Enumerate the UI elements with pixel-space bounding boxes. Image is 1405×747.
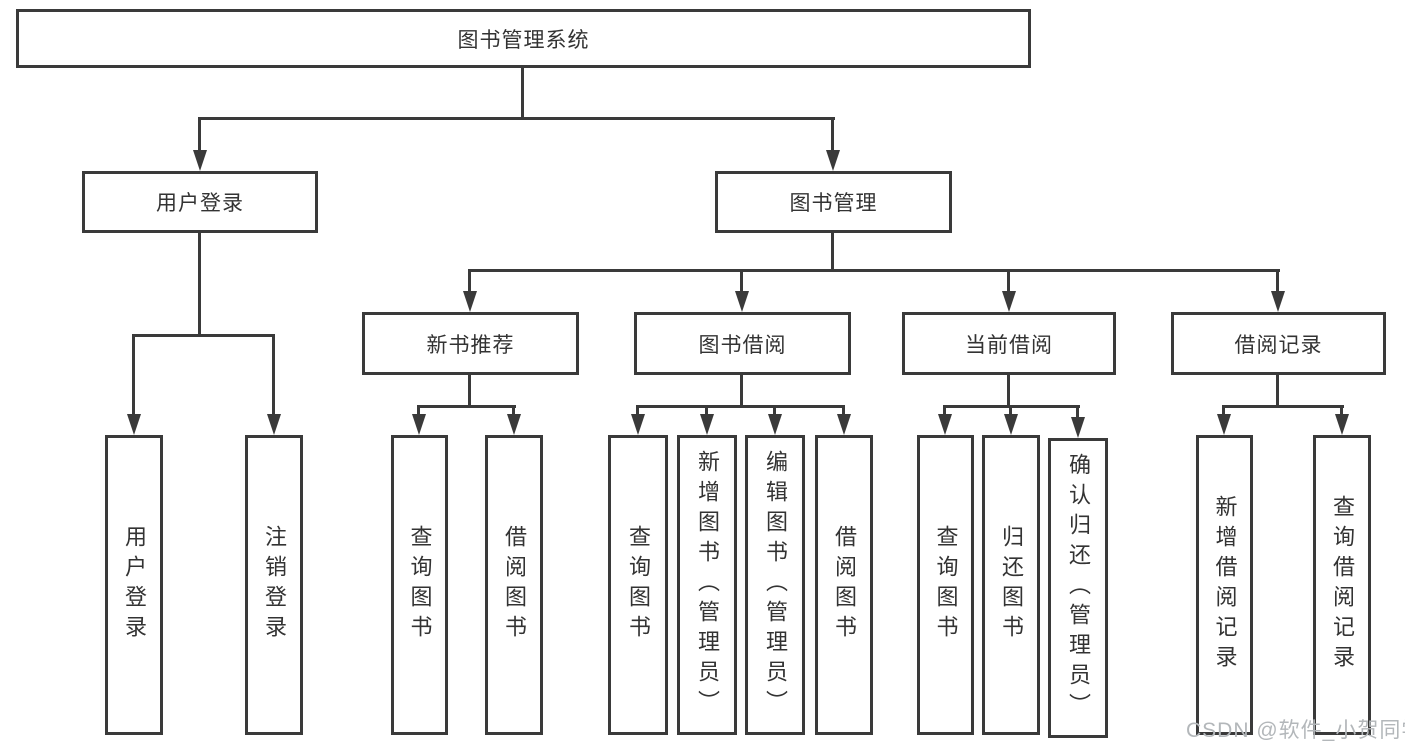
node-user-login: 用户登录 <box>82 171 318 233</box>
connector-stem <box>773 405 776 419</box>
arrow-down-icon <box>631 414 645 435</box>
connector-stem <box>842 405 845 419</box>
connector-borrow-records-trunk <box>1276 375 1279 408</box>
connector-new-book-trunk <box>468 375 471 408</box>
connector-level3-rail <box>469 269 1280 272</box>
node-label: 归还图书 <box>999 525 1024 645</box>
node-label: 查询借阅记录 <box>1330 495 1355 675</box>
node-label: 借阅图书 <box>832 525 857 645</box>
node-nbr-borrow-books: 借阅图书 <box>485 435 543 735</box>
connector-stem <box>1009 405 1012 419</box>
node-label: 当前借阅 <box>965 333 1053 357</box>
node-label: 新增借阅记录 <box>1212 495 1238 675</box>
arrow-down-icon <box>127 414 141 435</box>
arrow-down-icon <box>837 414 851 435</box>
node-label: 新书推荐 <box>426 333 515 357</box>
arrow-down-icon <box>1217 414 1231 435</box>
arrow-down-icon <box>700 414 714 435</box>
node-br-query-record: 查询借阅记录 <box>1313 435 1371 735</box>
node-cb-query-books: 查询图书 <box>917 435 974 735</box>
node-cb-return-books: 归还图书 <box>982 435 1040 735</box>
connector-borrow-records-rail <box>1222 405 1344 408</box>
connector-stem-logout <box>272 334 275 419</box>
node-logout: 注销登录 <box>245 435 303 735</box>
arrow-down-icon <box>1004 414 1018 435</box>
connector-stem-new-book-recommend <box>468 269 471 299</box>
node-bb-borrow-books: 借阅图书 <box>815 435 873 735</box>
arrow-down-icon <box>1335 414 1349 435</box>
node-label: 图书管理 <box>789 192 878 215</box>
node-new-book-recommend: 新书推荐 <box>362 312 579 375</box>
node-nbr-query-books: 查询图书 <box>391 435 448 735</box>
node-label: 注销登录 <box>262 525 287 645</box>
node-label: 查询图书 <box>933 525 959 645</box>
arrow-down-icon <box>938 414 952 435</box>
node-label: 确认归还（管理员） <box>1066 453 1091 723</box>
connector-level2-rail <box>199 117 835 120</box>
connector-book-borrow-trunk <box>740 375 743 408</box>
connector-stem <box>705 405 708 419</box>
connector-user-login-trunk <box>198 233 201 336</box>
node-borrow-records: 借阅记录 <box>1171 312 1386 375</box>
connector-stem-current-borrow <box>1007 269 1010 299</box>
node-label: 图书管理系统 <box>457 28 590 52</box>
node-label: 图书借阅 <box>698 333 787 357</box>
connector-stem <box>1340 405 1343 419</box>
node-bb-query-books: 查询图书 <box>608 435 668 735</box>
connector-stem <box>1222 405 1225 419</box>
node-label: 查询图书 <box>626 525 651 645</box>
csdn-watermark: CSDN @软件_小贺同学 <box>1186 719 1405 742</box>
connector-new-book-rail <box>418 405 516 408</box>
connector-stem <box>943 405 946 419</box>
arrow-down-icon <box>1271 291 1285 312</box>
connector-book-management-trunk <box>831 233 834 272</box>
node-label: 用户登录 <box>156 192 244 215</box>
node-label: 查询图书 <box>407 525 433 645</box>
connector-stem-borrow-records <box>1276 269 1279 299</box>
arrow-down-icon <box>507 414 521 435</box>
connector-stem-login <box>132 334 135 419</box>
arrow-down-icon <box>1002 291 1016 312</box>
arrow-down-icon <box>826 150 840 171</box>
connector-stem-book-borrow <box>740 269 743 299</box>
node-bb-add-books-admin: 新增图书（管理员） <box>677 435 737 735</box>
node-label: 编辑图书（管理员） <box>763 450 788 720</box>
connector-stem <box>417 405 420 419</box>
node-current-borrow: 当前借阅 <box>902 312 1116 375</box>
connector-stem-book-management <box>831 117 834 157</box>
node-label: 新增图书（管理员） <box>695 450 720 720</box>
node-library-management-system: 图书管理系统 <box>16 9 1031 68</box>
arrow-down-icon <box>1071 417 1085 438</box>
arrow-down-icon <box>412 414 426 435</box>
node-br-add-record: 新增借阅记录 <box>1196 435 1253 735</box>
connector-stem-user-login <box>198 117 201 157</box>
connector-stem <box>512 405 515 419</box>
node-cb-confirm-return-admin: 确认归还（管理员） <box>1048 438 1108 738</box>
connector-root-trunk <box>521 68 524 118</box>
connector-book-borrow-rail <box>636 405 845 408</box>
node-bb-edit-books-admin: 编辑图书（管理员） <box>745 435 805 735</box>
arrow-down-icon <box>267 414 281 435</box>
connector-current-borrow-trunk <box>1007 375 1010 408</box>
arrow-down-icon <box>463 291 477 312</box>
arrow-down-icon <box>735 291 749 312</box>
node-label: 用户登录 <box>122 525 147 645</box>
node-book-management: 图书管理 <box>715 171 952 233</box>
arrow-down-icon <box>193 150 207 171</box>
connector-user-login-rail <box>132 334 275 337</box>
connector-stem <box>636 405 639 419</box>
node-label: 借阅记录 <box>1234 333 1323 357</box>
node-book-borrow: 图书借阅 <box>634 312 851 375</box>
node-label: 借阅图书 <box>502 525 527 645</box>
connector-stem <box>1076 405 1079 421</box>
arrow-down-icon <box>768 414 782 435</box>
node-user-login-leaf: 用户登录 <box>105 435 163 735</box>
